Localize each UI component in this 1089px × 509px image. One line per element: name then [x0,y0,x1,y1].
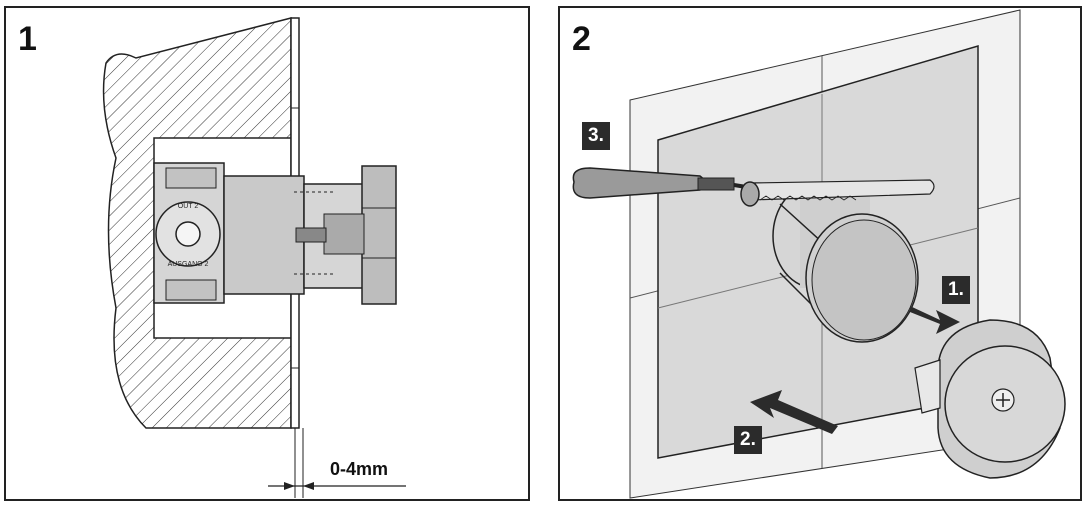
panel-1-number: 1 [18,20,37,58]
panel-2-number: 2 [572,20,591,58]
step-badge-3: 3. [582,122,610,150]
step-badge-1: 1. [942,276,970,304]
arrow-icon [750,390,838,434]
valve-cylinder [772,183,919,343]
svg-text:AUSGANG 2: AUSGANG 2 [168,261,209,268]
step-badge-2: 2. [734,426,762,454]
panel-1: 1 OUT 2 AUSGANG 2 [4,6,530,501]
svg-text:OUT 2: OUT 2 [178,203,199,210]
saw-blade-icon [740,179,935,207]
screwdriver-icon [572,167,766,199]
installation-diagram-2 [572,9,1066,499]
valve-end-cap [361,165,397,305]
arrow-icon [910,306,960,334]
panel-2: 2 [558,6,1082,501]
installation-diagram-1: OUT 2 AUSGANG 2 [102,17,406,498]
gap-dimension-label: 0-4mm [330,459,389,479]
valve-body [223,175,305,295]
cover-cap-icon [914,319,1066,479]
